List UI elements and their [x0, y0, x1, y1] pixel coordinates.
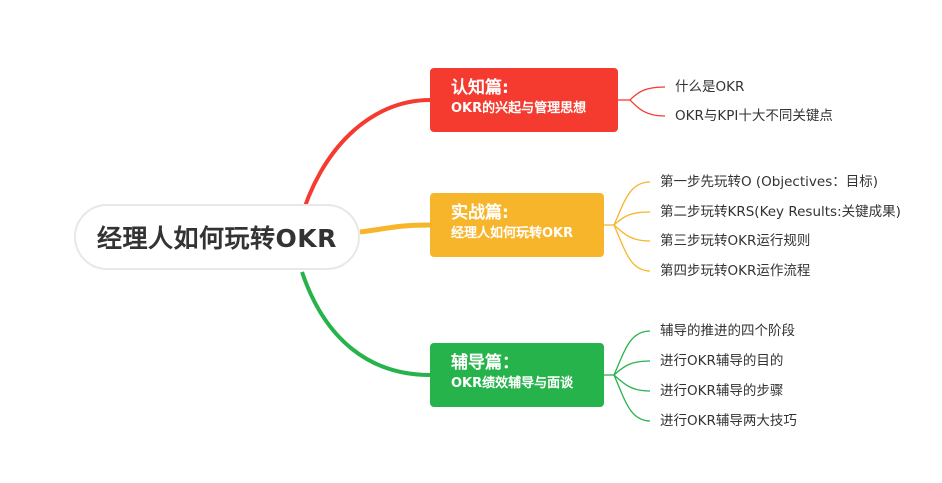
root-node[interactable]: 经理人如何玩转OKR: [74, 204, 360, 270]
leaf-node[interactable]: 第三步玩转OKR运行规则: [660, 233, 811, 249]
yellow-leaf-connectors: [604, 181, 651, 272]
branch-subtitle: OKR绩效辅导与面谈: [451, 376, 574, 391]
red-leaf-connectors: [618, 86, 666, 117]
branch-title: 辅导篇：: [451, 353, 519, 373]
leaf-node[interactable]: 第四步玩转OKR运作流程: [660, 263, 811, 279]
leaf-node[interactable]: OKR与KPI十大不同关键点: [675, 108, 833, 124]
connector-root-to-cognition: [298, 98, 431, 223]
leaf-node[interactable]: 进行OKR辅导的步骤: [660, 383, 784, 399]
root-label: 经理人如何玩转OKR: [97, 224, 337, 253]
branch-subtitle: OKR的兴起与管理思想: [451, 101, 587, 116]
green-leaf-connectors: [604, 330, 651, 422]
connector-root-to-coaching: [300, 271, 431, 377]
branch-title: 认知篇:: [451, 78, 509, 98]
branch-title: 实战篇:: [451, 203, 509, 223]
connector-root-to-practice: [359, 222, 431, 235]
leaf-node[interactable]: 进行OKR辅导两大技巧: [660, 413, 797, 429]
leaf-node[interactable]: 辅导的推进的四个阶段: [660, 323, 795, 339]
leaf-node[interactable]: 第二步玩转KRS(Key Results:关键成果): [660, 204, 901, 220]
leaf-node[interactable]: 第一步先玩转O (Objectives：目标): [660, 174, 878, 190]
leaf-node[interactable]: 进行OKR辅导的目的: [660, 353, 784, 369]
branch-practice[interactable]: 实战篇: 经理人如何玩转OKR: [430, 193, 604, 257]
leaf-node[interactable]: 什么是OKR: [675, 79, 745, 95]
branch-subtitle: 经理人如何玩转OKR: [451, 226, 574, 241]
branch-coaching[interactable]: 辅导篇： OKR绩效辅导与面谈: [430, 343, 604, 407]
branch-cognition[interactable]: 认知篇: OKR的兴起与管理思想: [430, 68, 618, 132]
